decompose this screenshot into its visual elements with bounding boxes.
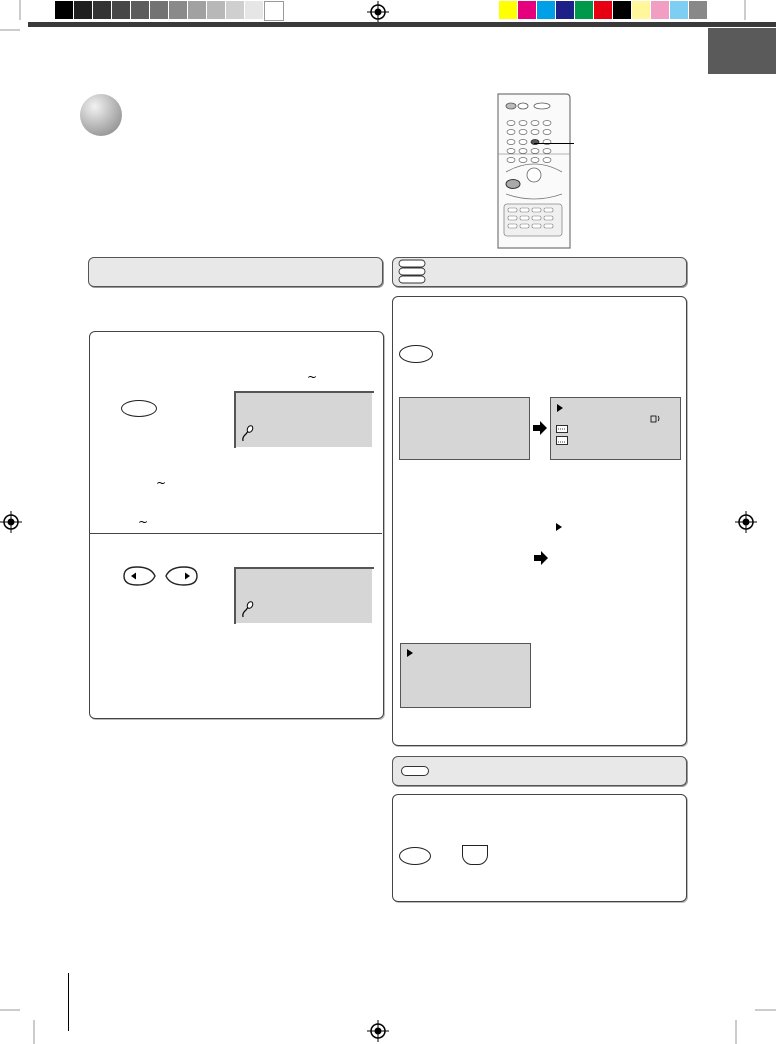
grayscale-swatch [112, 1, 130, 19]
section-bullet-sphere [80, 94, 122, 136]
color-swatch [575, 1, 593, 19]
grayscale-swatch [169, 1, 187, 19]
play-triangle-icon [407, 649, 413, 657]
right-arrow-icon [534, 551, 548, 565]
color-swatch [670, 1, 688, 19]
range-tilde-symbol: ~ [138, 515, 149, 529]
grayscale-swatch [74, 1, 92, 19]
grayscale-swatch [131, 1, 149, 19]
grayscale-swatch [226, 1, 244, 19]
disc-format-badges [398, 259, 426, 284]
color-swatch [594, 1, 612, 19]
color-swatch [518, 1, 536, 19]
registration-mark-icon [367, 1, 389, 23]
color-swatch [499, 1, 517, 19]
grayscale-swatch [188, 1, 206, 19]
right-cursor-button [165, 566, 198, 586]
grayscale-swatch [55, 1, 73, 19]
osd-screen [400, 643, 531, 708]
remote-button-oval [399, 847, 431, 865]
osd-screen-before [399, 397, 530, 460]
page-edge-line [68, 973, 69, 1031]
remote-button-oval [121, 400, 157, 417]
remote-button-rounded [462, 845, 488, 865]
left-panel-divider [90, 533, 382, 534]
osd-screen [236, 393, 372, 447]
remote-callout-line [534, 143, 574, 144]
lower-section-title-box [392, 756, 687, 786]
color-swatch [632, 1, 650, 19]
remote-control-icon [497, 93, 571, 249]
osd-screen-shadow [234, 567, 374, 624]
subtitle-icon [556, 425, 568, 433]
left-steps-panel [89, 331, 384, 719]
play-triangle-icon [557, 404, 563, 412]
grayscale-swatch [93, 1, 111, 19]
registration-mark-icon [0, 511, 22, 533]
grayscale-swatch [150, 1, 168, 19]
header-band [28, 22, 776, 27]
color-swatch [613, 1, 631, 19]
chapter-tab [708, 28, 776, 74]
play-triangle-icon [556, 523, 562, 531]
right-arrow-icon [533, 421, 547, 435]
right-section-title-box [392, 257, 687, 287]
microphone-icon [242, 601, 254, 618]
registration-mark-icon [735, 511, 757, 533]
osd-screen-shadow [234, 391, 374, 448]
color-swatch [689, 1, 707, 19]
audio-icon [650, 415, 660, 423]
left-section-title-box [88, 257, 383, 287]
left-cursor-button [123, 566, 156, 586]
microphone-icon [242, 425, 254, 442]
color-swatch [651, 1, 669, 19]
osd-screen [236, 569, 372, 623]
range-tilde-symbol: ~ [307, 370, 318, 384]
color-swatch [537, 1, 555, 19]
grayscale-swatch [207, 1, 225, 19]
registration-mark-icon [367, 1020, 389, 1042]
range-tilde-symbol: ~ [156, 476, 167, 490]
osd-screen-after [550, 397, 681, 460]
angle-icon [556, 436, 568, 445]
lower-steps-panel [392, 794, 687, 902]
disc-format-badge [401, 766, 429, 776]
grayscale-swatch [264, 1, 284, 21]
color-swatch [556, 1, 574, 19]
remote-button-oval [399, 345, 433, 363]
grayscale-swatch [245, 1, 263, 19]
